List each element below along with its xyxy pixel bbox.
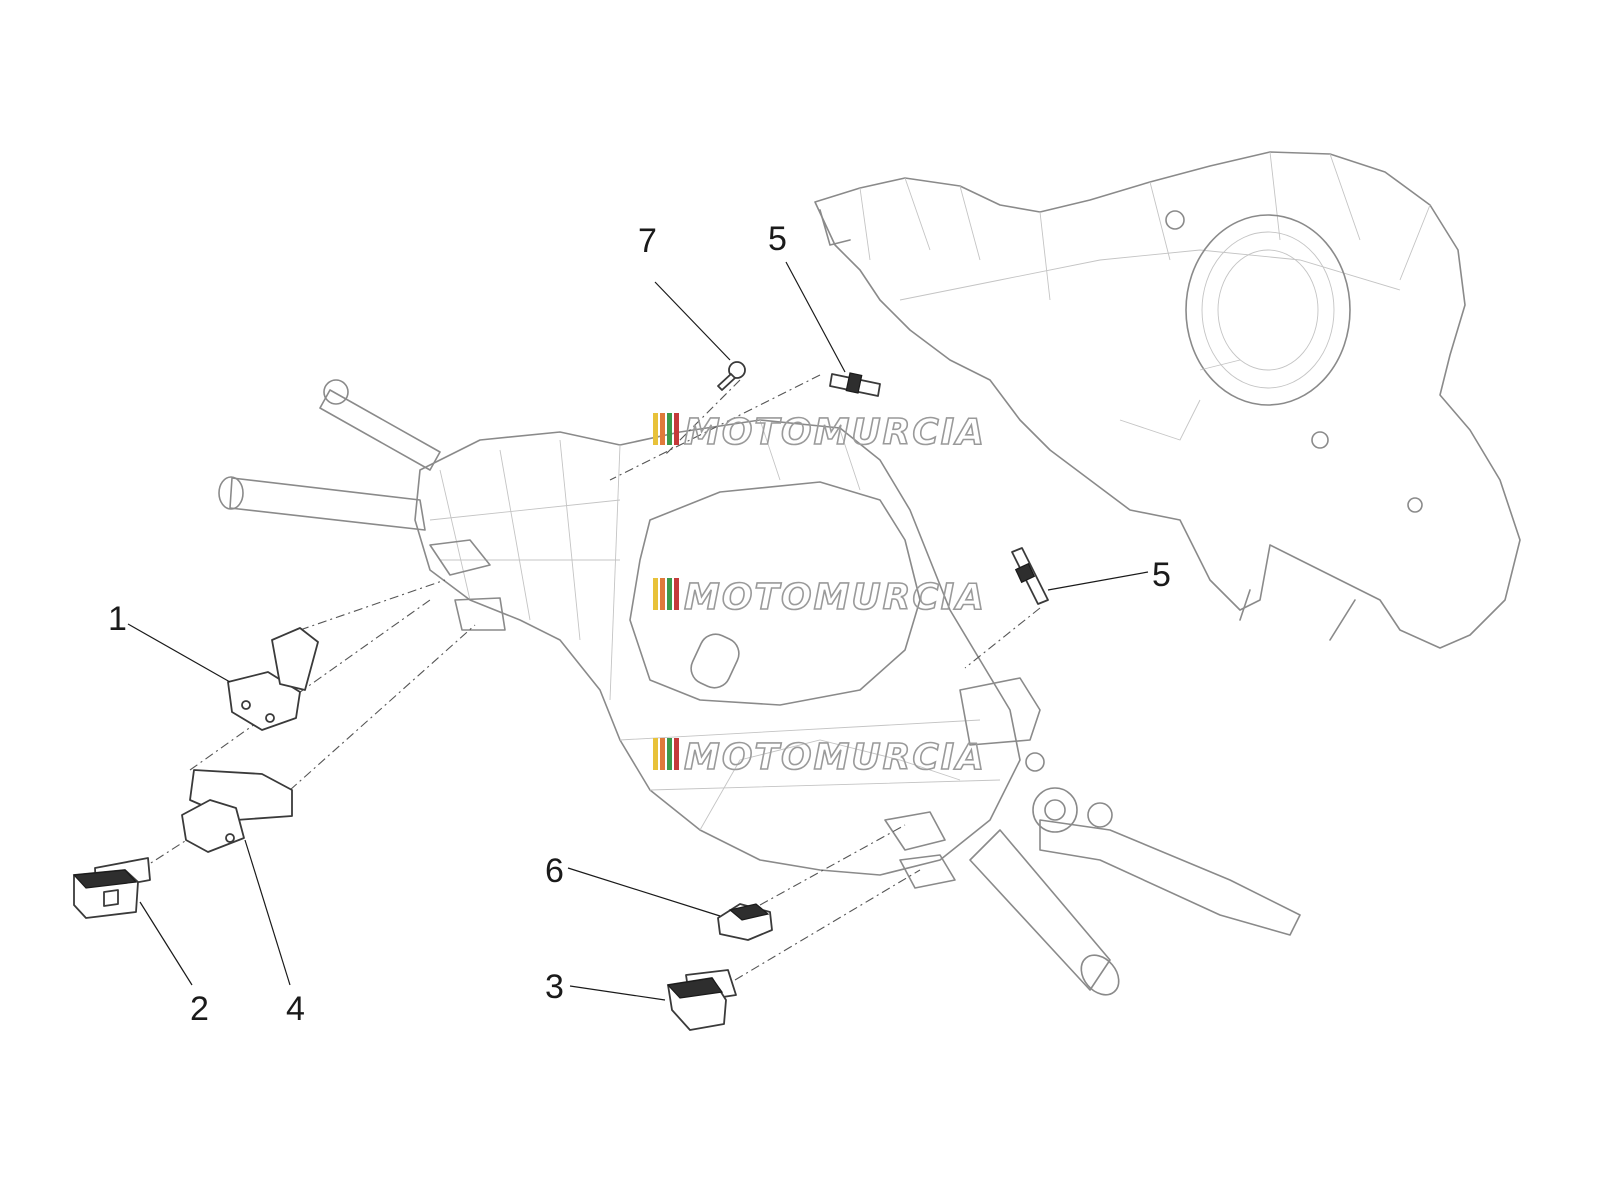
part-5-bulb-right: [1011, 547, 1049, 605]
watermark-text: MOTOMURCIA: [684, 577, 986, 618]
part-1-switch: [227, 627, 319, 731]
watermark-stripe-4: [674, 738, 679, 770]
handlebar-front-body: [218, 379, 1301, 996]
callout-6: 6: [545, 852, 564, 890]
part-4-switch-housing: [181, 769, 293, 853]
callout-3: 3: [545, 968, 564, 1006]
part-7-screw: [717, 361, 746, 391]
callout-1: 1: [108, 600, 127, 638]
watermark-bottom: MOTOMURCIA: [653, 736, 986, 779]
watermark-stripe-4: [674, 413, 679, 445]
watermark-stripe-4: [674, 578, 679, 610]
callout-5-upper: 5: [768, 220, 787, 258]
watermark-middle: MOTOMURCIA: [653, 576, 986, 619]
watermark-top: MOTOMURCIA: [653, 411, 986, 454]
watermark-stripe-3: [667, 738, 672, 770]
watermark-stripe-1: [653, 413, 658, 445]
watermark-text: MOTOMURCIA: [684, 737, 986, 778]
callout-labels: 1 2 3 4 5 5 6 7: [108, 220, 1171, 1028]
watermark-stripe-1: [653, 578, 658, 610]
watermark-stripe-2: [660, 413, 665, 445]
watermark-stripe-1: [653, 738, 658, 770]
part-6-cap: [717, 903, 773, 941]
part-3-button: [666, 969, 737, 1031]
assembly-lines: [139, 374, 1041, 981]
watermark-text: MOTOMURCIA: [684, 412, 986, 453]
callout-5-right: 5: [1152, 556, 1171, 594]
watermark-stripe-2: [660, 578, 665, 610]
handlebar-rear-cover: [814, 151, 1521, 649]
callout-7: 7: [638, 222, 657, 260]
part-5-bulb-upper: [829, 372, 881, 397]
watermark-stripe-3: [667, 413, 672, 445]
callout-4: 4: [286, 990, 305, 1028]
part-2-horn-button: [72, 857, 151, 919]
callout-2: 2: [190, 990, 209, 1028]
watermark-stripe-2: [660, 738, 665, 770]
watermark-stripe-3: [667, 578, 672, 610]
leader-lines: [127, 261, 1149, 1001]
